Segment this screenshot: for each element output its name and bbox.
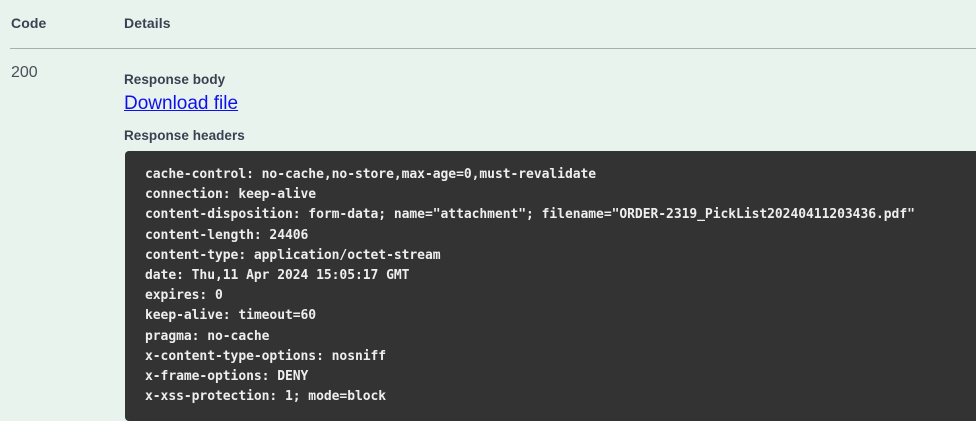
response-header-line: cache-control: no-cache,no-store,max-age… [145, 167, 597, 182]
response-header-line: content-length: 24406 [145, 227, 309, 243]
response-header-line: date: Thu,11 Apr 2024 15:05:17 GMT [145, 268, 410, 284]
status-code-cell: 200 [0, 63, 117, 83]
status-code-value: 200 [11, 64, 38, 81]
response-header-line: keep-alive: timeout=60 [145, 308, 317, 324]
column-header-code: Code [11, 15, 47, 31]
download-file-link[interactable]: Download file [124, 93, 239, 114]
response-details-cell: Response body Download file Response hea… [117, 63, 976, 421]
response-headers-block: cache-control: no-cache,no-store,max-age… [125, 151, 976, 421]
column-header-details: Details [124, 15, 171, 31]
header-divider [10, 48, 976, 49]
response-header-line: connection: keep-alive [145, 187, 317, 203]
response-header-line: pragma: no-cache [145, 328, 270, 344]
response-headers-label: Response headers [124, 128, 245, 143]
response-body-label: Response body [124, 72, 226, 87]
column-header-code-cell: Code [0, 14, 117, 32]
responses-table-header-row: Code Details [0, 0, 976, 32]
response-header-line: x-xss-protection: 1; mode=block [145, 389, 387, 405]
response-header-line: expires: 0 [145, 288, 223, 304]
column-header-details-cell: Details [117, 14, 976, 32]
response-header-line: content-disposition: form-data; name="at… [145, 207, 915, 223]
response-header-line: x-content-type-options: nosniff [145, 348, 387, 364]
table-row: 200 Response body Download file Response… [0, 49, 976, 421]
response-header-line: x-frame-options: DENY [145, 369, 309, 385]
response-header-line: content-type: application/octet-stream [145, 247, 441, 263]
